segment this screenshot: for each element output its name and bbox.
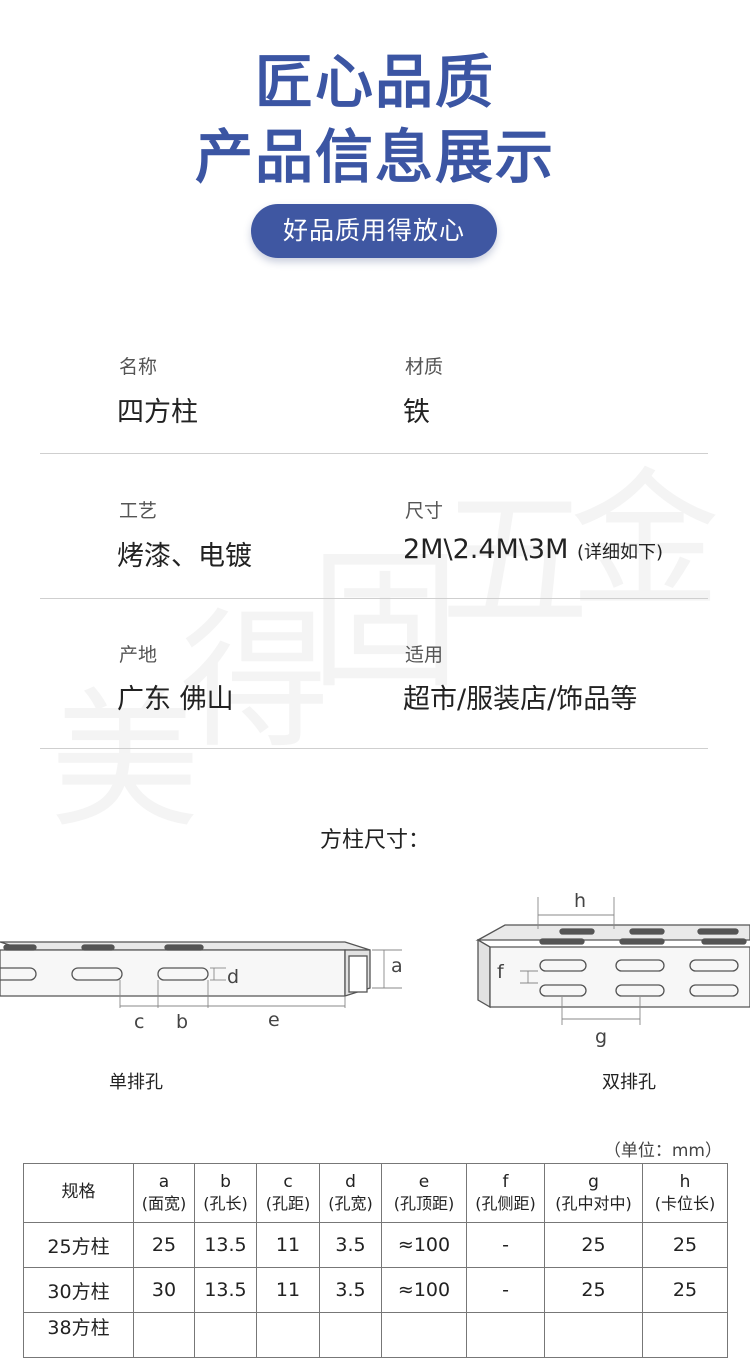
col-desc: (孔距) <box>265 1193 311 1213</box>
table-cell <box>642 1312 728 1358</box>
info-divider-3 <box>40 748 708 749</box>
process-value: 烤漆、电镀 <box>117 541 252 572</box>
spec-col-header: g(孔中对中) <box>544 1163 643 1223</box>
table-cell: - <box>466 1267 545 1313</box>
col-desc: (孔中对中) <box>555 1193 632 1213</box>
table-cell: 30 <box>133 1267 195 1313</box>
table-cell: 30方柱 <box>23 1267 134 1313</box>
unit-note: （单位：mm） <box>603 1141 722 1161</box>
hero-title-line1: 匠心品质 <box>254 48 495 116</box>
table-cell: 25 <box>133 1222 195 1268</box>
dim-e-label: e <box>268 1009 280 1031</box>
dim-a-label: a <box>391 955 403 977</box>
table-cell: ≈100 <box>381 1267 467 1313</box>
process-label: 工艺 <box>119 500 158 522</box>
name-label: 名称 <box>119 356 158 378</box>
table-cell <box>133 1312 195 1358</box>
table-cell: 3.5 <box>319 1267 382 1313</box>
table-cell <box>194 1312 257 1358</box>
single-row-diagram: c b e d a <box>0 941 403 1033</box>
table-cell <box>544 1312 643 1358</box>
spec-col-header: f(孔侧距) <box>466 1163 545 1223</box>
table-cell <box>381 1312 467 1358</box>
hero-title-line2: 产品信息展示 <box>194 123 555 191</box>
table-cell <box>319 1312 382 1358</box>
size-note: (详细如下) <box>576 542 664 563</box>
table-cell: 25 <box>642 1267 728 1313</box>
diagram-heading: 方柱尺寸： <box>319 828 430 853</box>
spec-col-header: c(孔距) <box>256 1163 320 1223</box>
dim-d-label: d <box>227 966 239 988</box>
col-desc: (卡位长) <box>654 1193 716 1213</box>
table-cell: 25方柱 <box>23 1222 134 1268</box>
name-value: 四方柱 <box>117 397 198 428</box>
table-row: 30方柱 30 13.5 11 3.5 ≈100 - 25 25 <box>23 1267 728 1313</box>
use-value: 超市/服装店/饰品等 <box>403 684 638 715</box>
table-row: 25方柱 25 13.5 11 3.5 ≈100 - 25 25 <box>23 1222 728 1268</box>
table-cell <box>466 1312 545 1358</box>
dim-c-label: c <box>134 1011 144 1033</box>
table-cell: 38方柱 <box>23 1312 134 1358</box>
info-divider-2 <box>40 598 708 599</box>
table-cell <box>256 1312 320 1358</box>
table-row: 38方柱 <box>23 1312 728 1358</box>
size-value-text: 2M\2.4M\3M <box>403 534 569 565</box>
table-cell: 11 <box>256 1267 320 1313</box>
col-key: f <box>502 1172 509 1193</box>
spec-col-header: a(面宽) <box>133 1163 195 1223</box>
col-desc: (孔顶距) <box>393 1193 455 1213</box>
watermark-char-2: 得 <box>180 560 330 777</box>
spec-table-header: 规格 a(面宽) b(孔长) c(孔距) d(孔宽) e(孔顶距) f(孔侧距)… <box>23 1163 728 1223</box>
table-cell: ≈100 <box>381 1222 467 1268</box>
dim-b-label: b <box>176 1011 188 1033</box>
col-key: h <box>679 1172 691 1193</box>
col-key: e <box>418 1172 430 1193</box>
origin-label: 产地 <box>119 644 158 666</box>
col-desc: (孔侧距) <box>475 1193 536 1213</box>
size-label: 尺寸 <box>405 500 444 522</box>
dim-f-label: f <box>497 961 505 983</box>
double-row-diagram: h g f <box>475 890 750 1048</box>
dim-h-label: h <box>574 890 586 912</box>
col-key: c <box>283 1172 293 1193</box>
table-cell: 13.5 <box>194 1267 257 1313</box>
col-key: d <box>345 1172 356 1193</box>
table-cell: 3.5 <box>319 1222 382 1268</box>
col-key: a <box>158 1172 170 1193</box>
col-key: g <box>588 1172 599 1193</box>
table-cell: 25 <box>642 1222 728 1268</box>
table-cell: 25 <box>544 1267 643 1313</box>
size-value: 2M\2.4M\3M (详细如下) <box>403 534 663 565</box>
spec-col-header: b(孔长) <box>194 1163 257 1223</box>
col-key: b <box>220 1172 231 1193</box>
spec-col-header: 规格 <box>23 1163 134 1223</box>
spec-col-header: h(卡位长) <box>642 1163 728 1223</box>
material-label: 材质 <box>405 356 444 378</box>
table-cell: - <box>466 1222 545 1268</box>
material-value: 铁 <box>403 397 430 428</box>
table-cell: 11 <box>256 1222 320 1268</box>
use-label: 适用 <box>405 644 444 666</box>
table-cell: 25 <box>544 1222 643 1268</box>
double-row-caption: 双排孔 <box>602 1072 656 1093</box>
col-desc: (孔宽) <box>328 1193 373 1213</box>
col-desc: (面宽) <box>141 1193 187 1213</box>
quality-badge: 好品质用得放心 <box>251 204 497 258</box>
origin-value: 广东 佛山 <box>117 684 234 715</box>
info-divider-1 <box>40 453 708 454</box>
table-cell: 13.5 <box>194 1222 257 1268</box>
single-row-caption: 单排孔 <box>109 1072 163 1093</box>
col-desc: (孔长) <box>203 1193 248 1213</box>
spec-col-header: d(孔宽) <box>319 1163 382 1223</box>
spec-col-header: e(孔顶距) <box>381 1163 467 1223</box>
dim-g-label: g <box>595 1026 607 1048</box>
